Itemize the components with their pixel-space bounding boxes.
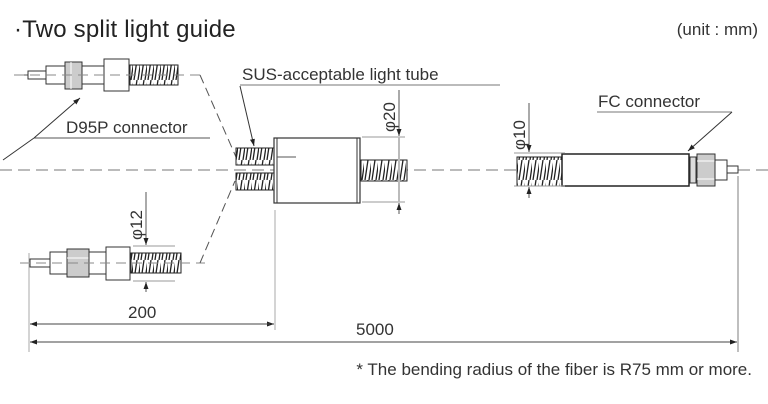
- fc-connector-label: FC connector: [598, 92, 700, 111]
- dimension-phi20: φ20: [362, 90, 405, 214]
- fc-connector-assembly: [516, 153, 739, 187]
- dimension-phi10: φ10: [510, 103, 565, 198]
- d95p-connector-label: D95P connector: [66, 118, 188, 137]
- dimension-phi12: φ12: [127, 192, 175, 292]
- d95p-connector-upper: [14, 58, 205, 92]
- bending-radius-footnote: * The bending radius of the fiber is R75…: [356, 360, 752, 379]
- dimension-5000: 5000: [30, 176, 739, 352]
- drawing-title: ·Two split light guide: [14, 16, 236, 43]
- len200-label: 200: [128, 303, 156, 322]
- d95p-connector-lower: [20, 246, 205, 281]
- sus-tube-label: SUS-acceptable light tube: [242, 65, 439, 84]
- sus-light-tube: [235, 137, 408, 204]
- dimension-200: 200: [28, 210, 276, 352]
- phi12-label: φ12: [127, 210, 146, 240]
- unit-note: (unit : mm): [676, 20, 758, 39]
- phi10-label: φ10: [510, 120, 529, 150]
- len5000-label: 5000: [356, 320, 394, 339]
- phi20-label: φ20: [380, 102, 399, 132]
